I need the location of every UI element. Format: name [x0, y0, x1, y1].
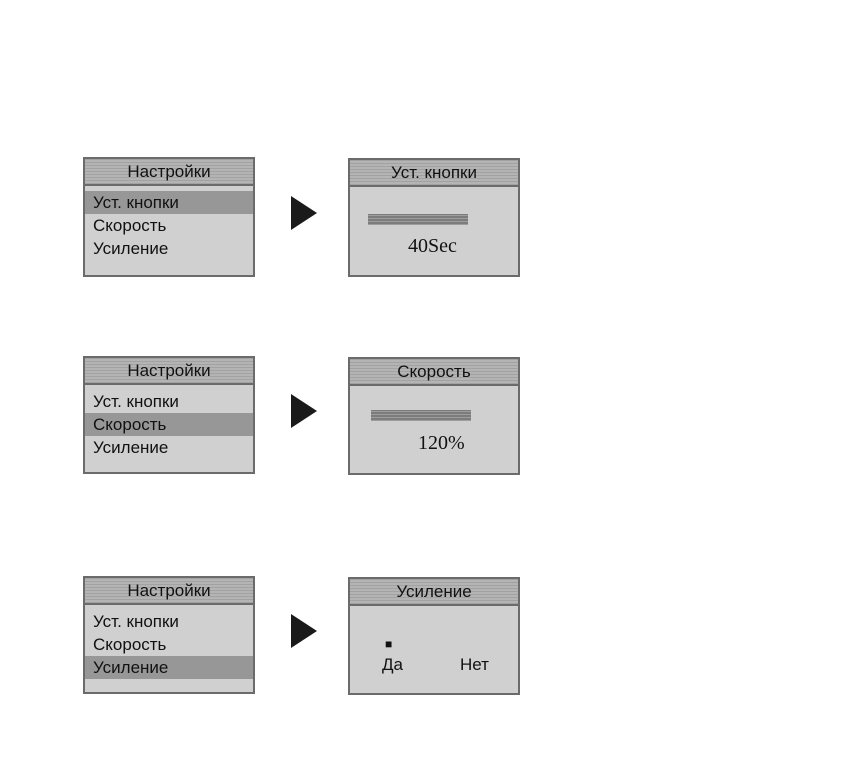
menu-item-speed[interactable]: Скорость — [85, 214, 253, 237]
panel-title: Усиление — [350, 579, 518, 606]
menu-item-gain[interactable]: Усиление — [85, 237, 253, 260]
menu-item-gain[interactable]: Усиление — [85, 436, 253, 459]
option-no[interactable]: Нет — [460, 655, 489, 675]
settings-menu-list: Уст. кнопки Скорость Усиление — [85, 186, 253, 260]
menu-item-button-setup[interactable]: Уст. кнопки — [85, 390, 253, 413]
settings-menu-2: Настройки Уст. кнопки Скорость Усиление — [83, 356, 255, 474]
settings-menu-1: Настройки Уст. кнопки Скорость Усиление — [83, 157, 255, 277]
option-yes[interactable]: Да — [382, 655, 403, 675]
gain-panel: Усиление ■ Да Нет — [348, 577, 520, 695]
menu-item-button-setup[interactable]: Уст. кнопки — [85, 610, 253, 633]
panel-title: Скорость — [350, 359, 518, 386]
settings-menu-title: Настройки — [85, 578, 253, 605]
arrow-right-icon — [291, 394, 317, 428]
settings-menu-3: Настройки Уст. кнопки Скорость Усиление — [83, 576, 255, 694]
settings-menu-title: Настройки — [85, 358, 253, 385]
progress-bar — [368, 214, 468, 225]
menu-item-button-setup[interactable]: Уст. кнопки — [85, 191, 253, 214]
panel-title: Уст. кнопки — [350, 160, 518, 187]
settings-menu-list: Уст. кнопки Скорость Усиление — [85, 605, 253, 679]
menu-item-speed[interactable]: Скорость — [85, 633, 253, 656]
progress-bar — [371, 410, 471, 421]
button-setup-panel: Уст. кнопки 40Sec — [348, 158, 520, 277]
settings-menu-list: Уст. кнопки Скорость Усиление — [85, 385, 253, 459]
speed-panel: Скорость 120% — [348, 357, 520, 475]
settings-menu-title: Настройки — [85, 159, 253, 186]
menu-item-gain[interactable]: Усиление — [85, 656, 253, 679]
arrow-right-icon — [291, 614, 317, 648]
speed-value: 120% — [418, 432, 465, 455]
timer-value: 40Sec — [408, 235, 457, 258]
menu-item-speed[interactable]: Скорость — [85, 413, 253, 436]
arrow-right-icon — [291, 196, 317, 230]
selection-marker-icon: ■ — [385, 637, 392, 651]
